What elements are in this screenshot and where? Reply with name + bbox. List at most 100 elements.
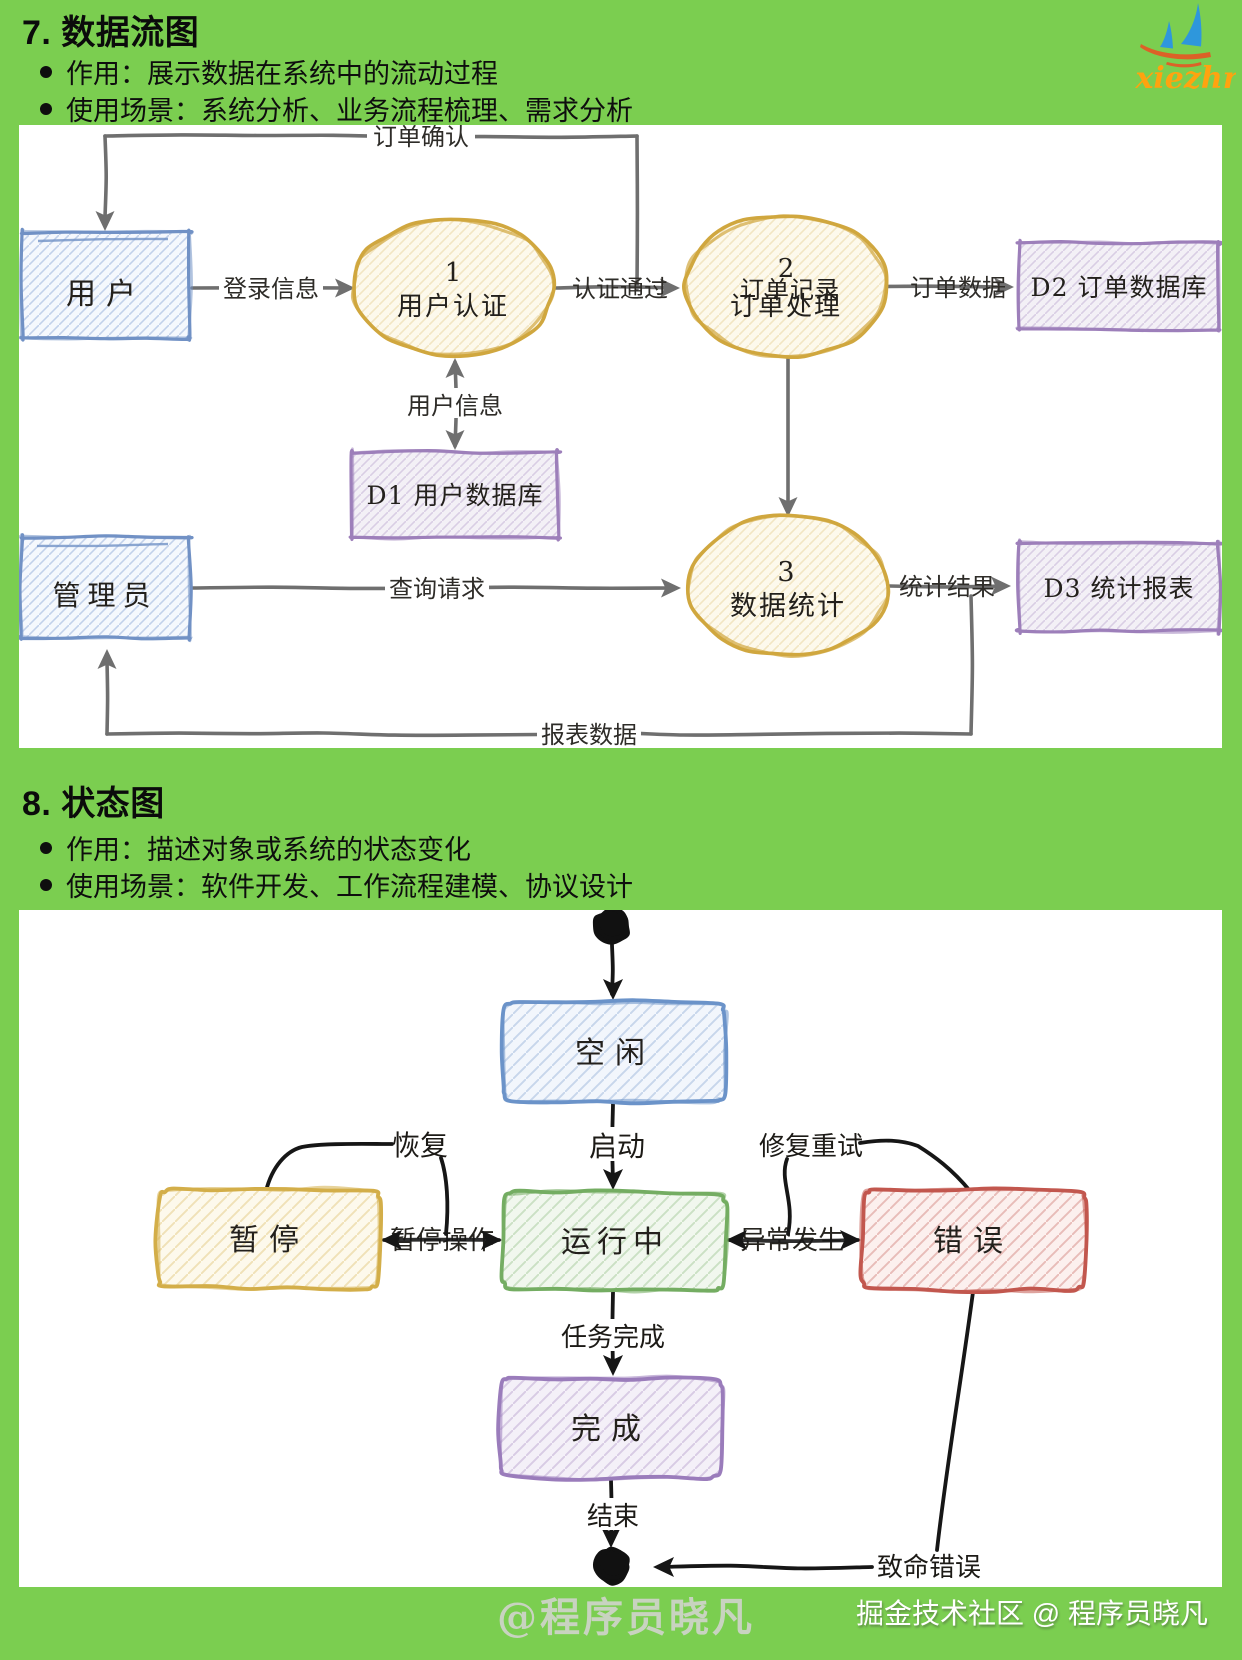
st-node-idle: 空闲 (499, 998, 729, 1106)
box-outline-overdraw (1015, 238, 1222, 333)
ellipse-outline-overdraw (684, 214, 888, 359)
label-label: 管理员 (52, 579, 157, 612)
st-edge-pause-op: 暂停操作 (381, 1226, 502, 1256)
st-node-done: 完成 (496, 1374, 726, 1482)
box-outline-overdraw (156, 1185, 381, 1291)
dfd-node-auth: 1 用户认证 (350, 217, 557, 359)
arrowhead-icon (445, 358, 465, 378)
arrowhead-icon (661, 578, 681, 598)
dfd-node-admin: 管理员 (19, 533, 194, 643)
arrowhead-icon (840, 1230, 861, 1250)
st-initial-dot (592, 910, 630, 945)
box-outline-overdraw (859, 1187, 1088, 1294)
arrowhead-icon (660, 278, 680, 298)
credit-text: 掘金技术社区 @ 程序员晓凡 (856, 1598, 1208, 1629)
arrowhead-icon (481, 1230, 502, 1250)
st-edge-end: 结束 (582, 1478, 644, 1548)
label-label: 用户认证 (397, 292, 509, 322)
box-outline-overdraw (501, 1000, 729, 1105)
box-top-accent (36, 542, 169, 548)
logo-hull2-icon (1166, 62, 1202, 68)
label-mask (537, 717, 641, 747)
arrowhead-icon (335, 278, 355, 298)
st-node-paused: 暂停 (153, 1185, 384, 1292)
label-label: D1 用户数据库 (367, 481, 544, 510)
dfd-edge-stats-result: 统计结果 (888, 573, 1011, 601)
start-label: 启动 (589, 1130, 645, 1163)
edge-line (658, 1563, 874, 1571)
st-node-error: 错误 (858, 1186, 1089, 1295)
label-label: D3 统计报表 (1044, 574, 1195, 603)
number-label: 1 (445, 258, 462, 288)
dfd-edge-order-data: 订单数据 (840, 274, 1014, 302)
logo-graphic: xiezhr (1134, 3, 1241, 96)
dfd-edge-auth-pass: 认证通过 (554, 275, 680, 303)
section7-bullets: 作用：展示数据在系统中的流动过程 使用场景：系统分析、业务流程梳理、需求分析 (38, 59, 633, 133)
state-panel: 启动暂停操作异常发生恢复修复重试任务完成结束致命错误空闲运行中暂停错误完成 (19, 910, 1222, 1587)
paused-label: 暂停 (229, 1223, 309, 1258)
user_info-label: 用户信息 (407, 392, 503, 420)
bullet-item: 作用：展示数据在系统中的流动过程 (38, 59, 633, 89)
box-outline-overdraw (500, 1188, 730, 1294)
done-label: 完成 (571, 1412, 651, 1447)
ellipse-outline-overdraw (686, 513, 891, 658)
label-label: 数据统计 (730, 591, 846, 622)
arrowhead-icon (994, 277, 1014, 297)
bullet-item: 使用场景：软件开发、工作流程建模、协议设计 (38, 872, 633, 902)
label-mask (582, 1498, 644, 1530)
label-label: 订单处理 (730, 292, 842, 322)
arrowhead-icon (726, 1230, 747, 1250)
login_info-label: 登录信息 (223, 275, 319, 303)
logo-text: xiezhr (1134, 61, 1236, 94)
section7-title: 7. 数据流图 (22, 14, 200, 52)
box-outline-overdraw (19, 228, 194, 342)
st-edge-task-done: 任务完成 (555, 1290, 671, 1376)
edge-line (105, 659, 110, 736)
box-outline-overdraw (348, 447, 562, 542)
logo-sail-small-icon (1160, 21, 1173, 49)
running-label: 运行中 (561, 1225, 669, 1260)
edge-line (935, 1290, 975, 1552)
dfd-edge-query-request: 查询请求 (190, 571, 681, 603)
stats_result-label: 统计结果 (899, 573, 995, 601)
state-diagram: 启动暂停操作异常发生恢复修复重试任务完成结束致命错误空闲运行中暂停错误完成 (153, 910, 1089, 1586)
dfd-edge-login-info: 登录信息 (190, 271, 355, 303)
label-mask (403, 388, 507, 418)
dfd-node-db-order: D2 订单数据库 (1015, 238, 1222, 333)
dot-shape-overdraw (595, 1546, 630, 1580)
label-mask (367, 125, 475, 149)
box-outline-overdraw (498, 1374, 726, 1482)
st-node-running: 运行中 (499, 1188, 730, 1294)
st-edge-fatal: 致命错误 (653, 1290, 981, 1583)
edge-line (858, 1138, 972, 1193)
arrowhead-icon (603, 1355, 623, 1376)
st-edge-resume: 恢复 (264, 1129, 450, 1236)
watermark: @程序员晓凡 (497, 1594, 755, 1641)
st-final-dot (592, 1546, 630, 1586)
section8-title: 8. 状态图 (22, 785, 165, 823)
label-mask (584, 1127, 650, 1161)
dfd-edge-user-info: 用户信息 (403, 358, 507, 450)
bullet-item: 使用场景：系统分析、业务流程梳理、需求分析 (38, 96, 633, 126)
box-outline-overdraw (1015, 538, 1222, 636)
dfd-edge-report-data: 报表数据 (97, 594, 975, 748)
bullet-item: 作用：描述对象或系统的状态变化 (38, 835, 633, 865)
label-mask (555, 1319, 671, 1351)
fatal-label: 致命错误 (877, 1553, 981, 1583)
order_data-label: 订单数据 (910, 274, 1006, 302)
logo: xiezhr (1131, 2, 1241, 99)
number-label: 2 (778, 254, 795, 284)
arrowhead-icon (653, 1557, 674, 1577)
dfd-node-db-user: D1 用户数据库 (348, 447, 563, 542)
label-label: 用户 (66, 277, 146, 312)
report_data-label: 报表数据 (541, 721, 637, 748)
st-edge-start: 启动 (584, 1102, 650, 1190)
dfd-edge-order-confirm: 订单确认 (95, 125, 640, 291)
edge-line (888, 584, 1006, 589)
arrowhead-icon (381, 1230, 402, 1250)
end-label: 结束 (587, 1502, 639, 1532)
arrowhead-icon (603, 1169, 623, 1190)
edge-line (103, 134, 109, 219)
